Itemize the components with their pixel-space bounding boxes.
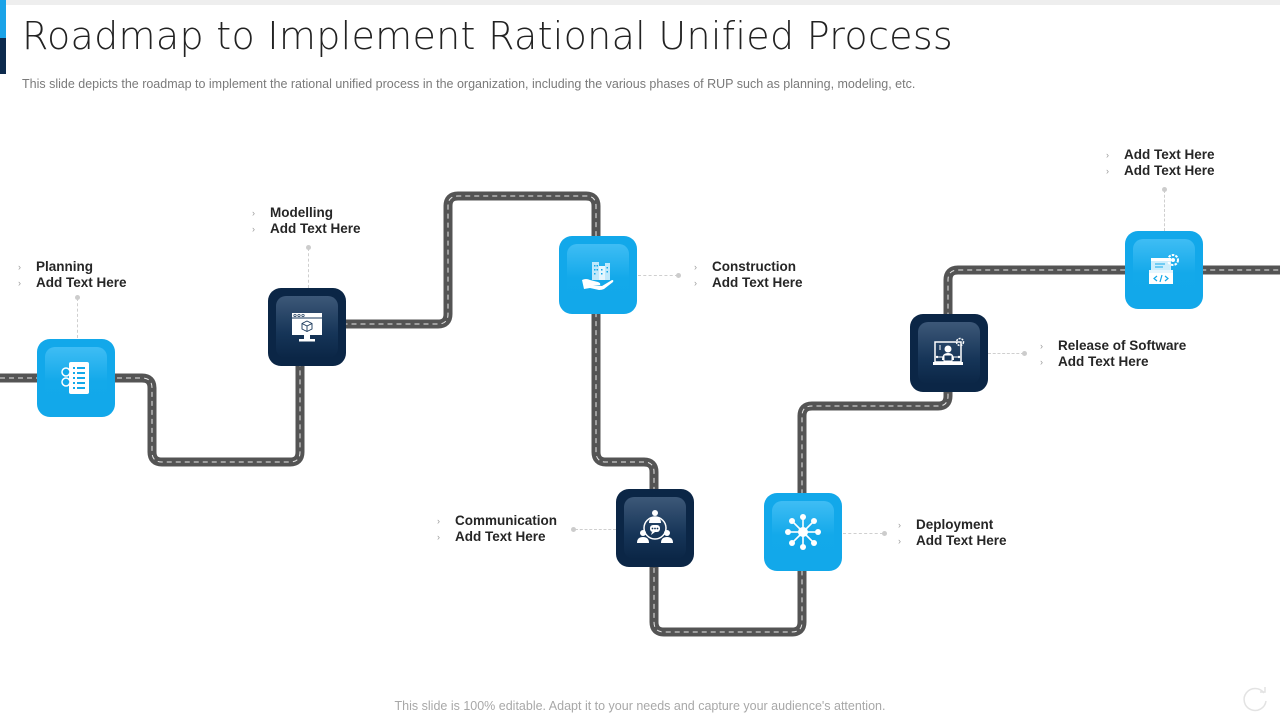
milestone-title: Modelling — [270, 205, 333, 220]
code-settings-icon — [1149, 254, 1179, 284]
monitor-cube-icon — [292, 313, 322, 342]
milestone-communication[interactable] — [616, 489, 694, 567]
connector-release — [988, 353, 1024, 354]
connector-dot — [1162, 187, 1167, 192]
laptop-developer-icon — [933, 337, 965, 365]
bullet: › — [437, 516, 440, 526]
milestone-text: Add Text Here — [455, 529, 546, 544]
page-title: Roadmap to Implement Rational Unified Pr… — [22, 14, 954, 58]
bullet: › — [1106, 166, 1109, 176]
bullet: › — [18, 278, 21, 288]
milestone-title: Planning — [36, 259, 93, 274]
connector-communication — [575, 529, 616, 530]
milestone-release[interactable] — [910, 314, 988, 392]
milestone-title: Add Text Here — [1124, 147, 1215, 162]
label-release: › Release of Software › Add Text Here — [1040, 338, 1186, 370]
milestone-text: Add Text Here — [270, 221, 361, 236]
label-planning: › Planning › Add Text Here — [18, 259, 127, 291]
hand-buildings-icon — [582, 262, 614, 290]
milestone-modelling[interactable] — [268, 288, 346, 366]
connector-modelling — [308, 248, 309, 288]
connector-dot — [676, 273, 681, 278]
bullet: › — [252, 208, 255, 218]
milestone-planning[interactable] — [37, 339, 115, 417]
connector-dot — [306, 245, 311, 250]
milestone-text: Add Text Here — [1124, 163, 1215, 178]
bullet: › — [1040, 357, 1043, 367]
footer-note: This slide is 100% editable. Adapt it to… — [394, 699, 886, 713]
bullet: › — [1040, 341, 1043, 351]
bullet: › — [694, 262, 697, 272]
connector-final — [1164, 190, 1165, 231]
bullet: › — [1106, 150, 1109, 160]
checklist-icon — [61, 362, 89, 394]
bullet: › — [252, 224, 255, 234]
top-border — [0, 0, 1280, 5]
milestone-text: Add Text Here — [916, 533, 1007, 548]
label-final: › Add Text Here › Add Text Here — [1106, 147, 1215, 179]
connector-deployment — [843, 533, 883, 534]
milestone-deployment[interactable] — [764, 493, 842, 571]
label-construction: › Construction › Add Text Here — [694, 259, 803, 291]
milestone-text: Add Text Here — [36, 275, 127, 290]
connector-dot — [571, 527, 576, 532]
label-communication: › Communication › Add Text Here — [437, 513, 557, 545]
bullet: › — [898, 520, 901, 530]
road-stripe — [0, 195, 1280, 633]
bullet: › — [437, 532, 440, 542]
connector-construction — [638, 275, 678, 276]
milestone-title: Deployment — [916, 517, 994, 532]
milestone-text: Add Text Here — [1058, 354, 1149, 369]
accent-bar-light — [0, 0, 6, 38]
refresh-icon[interactable] — [1240, 684, 1270, 714]
label-modelling: › Modelling › Add Text Here — [252, 205, 361, 237]
connector-dot — [75, 295, 80, 300]
connector-dot — [1022, 351, 1027, 356]
label-deployment: › Deployment › Add Text Here — [898, 517, 1007, 549]
milestone-title: Construction — [712, 259, 796, 274]
milestone-title: Communication — [455, 513, 558, 528]
accent-bar-dark — [0, 38, 6, 74]
bullet: › — [694, 278, 697, 288]
page-subtitle: This slide depicts the roadmap to implem… — [22, 77, 916, 91]
milestone-text: Add Text Here — [712, 275, 803, 290]
team-chat-icon — [637, 510, 673, 543]
network-hub-icon — [785, 514, 821, 550]
connector-planning — [77, 298, 78, 338]
milestone-construction[interactable] — [559, 236, 637, 314]
bullet: › — [898, 536, 901, 546]
milestone-title: Release of Software — [1058, 338, 1187, 353]
connector-dot — [882, 531, 887, 536]
bullet: › — [18, 262, 21, 272]
milestone-final[interactable] — [1125, 231, 1203, 309]
